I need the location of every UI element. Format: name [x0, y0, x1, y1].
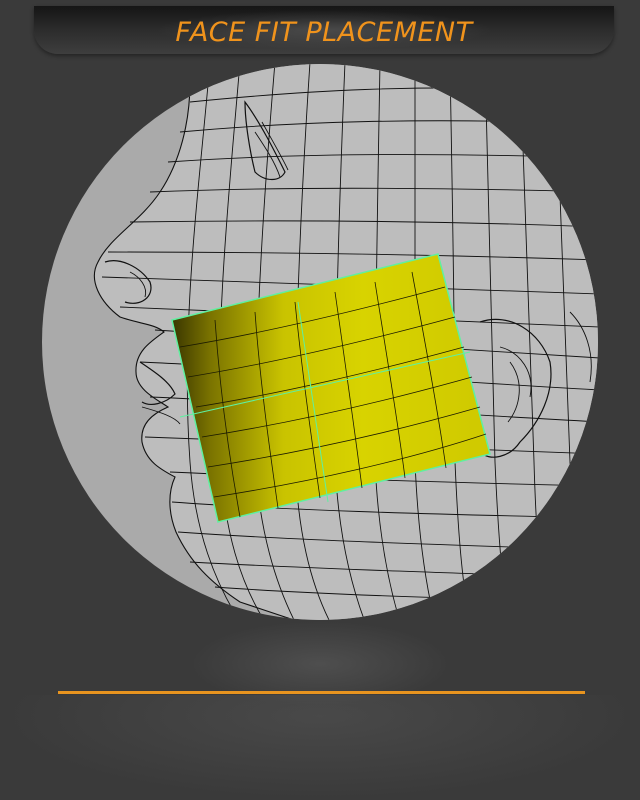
fit-plate[interactable]	[171, 253, 491, 523]
accent-divider	[58, 691, 585, 694]
bottom-glow	[0, 695, 640, 800]
title-bar: FACE FIT PLACEMENT	[34, 6, 614, 54]
wireframe-render	[42, 64, 598, 620]
page-title: FACE FIT PLACEMENT	[175, 17, 473, 48]
face-fit-viewport[interactable]	[40, 62, 600, 622]
